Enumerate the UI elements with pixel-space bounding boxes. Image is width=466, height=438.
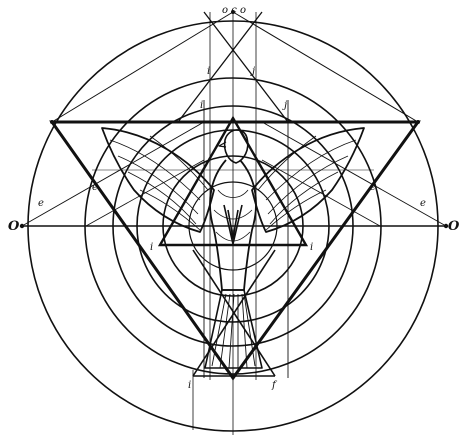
label-i-bottom-right: f: [271, 380, 278, 391]
marker-tri-left: [50, 120, 54, 124]
downward-triangle: [52, 122, 418, 378]
label-top-marks: o c o: [222, 5, 246, 16]
label-right-e1: e: [420, 198, 426, 209]
marker-tri-right: [416, 120, 420, 124]
marker-left: [20, 224, 24, 228]
label-left-e2: e: [92, 182, 98, 193]
dove-head: [225, 130, 248, 163]
label-i-mid-right: j: [282, 100, 287, 111]
figure-labels: o c o O O e e e e i j i j i i i f: [8, 5, 460, 391]
label-i-top-right: j: [250, 66, 255, 77]
label-left-o: O: [8, 219, 20, 234]
apex-line-left: [52, 12, 233, 122]
diagonal-upper-left: [204, 12, 288, 122]
label-i-wing-left: i: [150, 242, 153, 253]
dove-left-wing-feathers: [110, 136, 208, 230]
label-i-wing-right: i: [310, 242, 313, 253]
label-i-mid-left: i: [200, 100, 203, 111]
label-right-o: O: [448, 219, 460, 234]
diagonal-upper-right: [178, 12, 262, 122]
label-right-e2: e: [370, 182, 376, 193]
apex-line-right: [233, 12, 418, 122]
label-left-e1: e: [38, 198, 44, 209]
dove-right-wing-feathers: [258, 136, 356, 230]
label-i-top-left: i: [207, 66, 210, 77]
label-i-bottom-left: i: [188, 380, 191, 391]
